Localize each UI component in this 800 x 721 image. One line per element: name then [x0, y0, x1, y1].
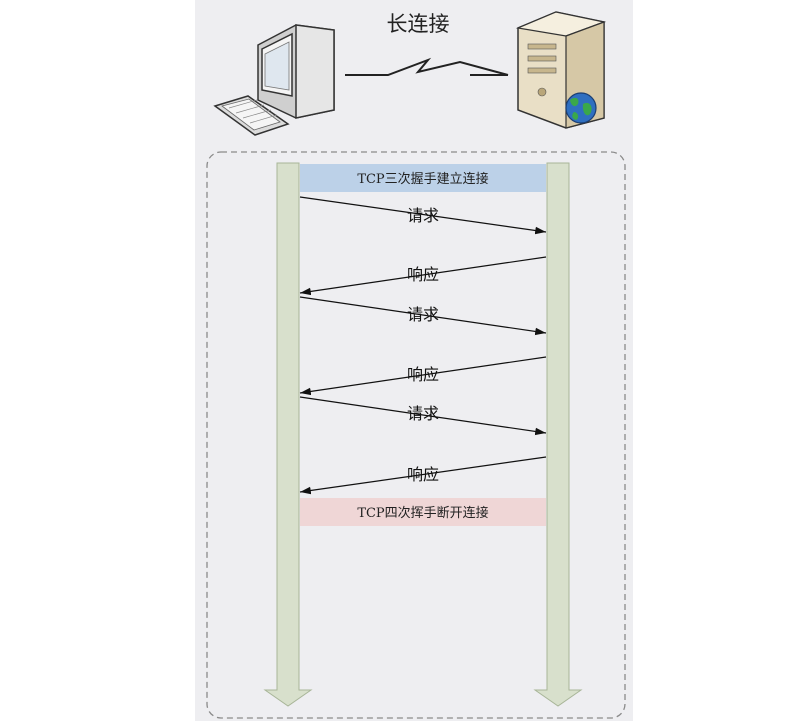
message-label: 响应 — [407, 265, 439, 284]
handshake-open-band — [300, 164, 546, 192]
server-lifeline — [533, 162, 583, 707]
message-label: 请求 — [407, 206, 439, 225]
client-lifeline — [263, 162, 313, 707]
client-computer-icon — [213, 24, 335, 136]
lightning-connection-icon — [345, 57, 509, 76]
globe-icon — [565, 92, 597, 124]
handshake-close-band — [300, 498, 546, 526]
handshake-close-label: TCP四次挥手断开连接 — [357, 505, 488, 521]
message-request-2: 请求 — [299, 296, 547, 336]
message-label: 请求 — [407, 305, 439, 324]
message-label: 响应 — [407, 465, 439, 484]
message-request-1: 请求 — [299, 196, 547, 235]
diagram-title: 长连接 — [386, 12, 450, 36]
connection-frame — [206, 151, 626, 719]
message-label: 响应 — [407, 365, 439, 384]
handshake-open-label: TCP三次握手建立连接 — [357, 171, 488, 187]
message-label: 请求 — [407, 404, 439, 423]
message-response-1: 响应 — [299, 256, 547, 296]
message-request-3: 请求 — [299, 396, 547, 436]
message-response-3: 响应 — [299, 456, 547, 495]
message-response-2: 响应 — [299, 356, 547, 396]
